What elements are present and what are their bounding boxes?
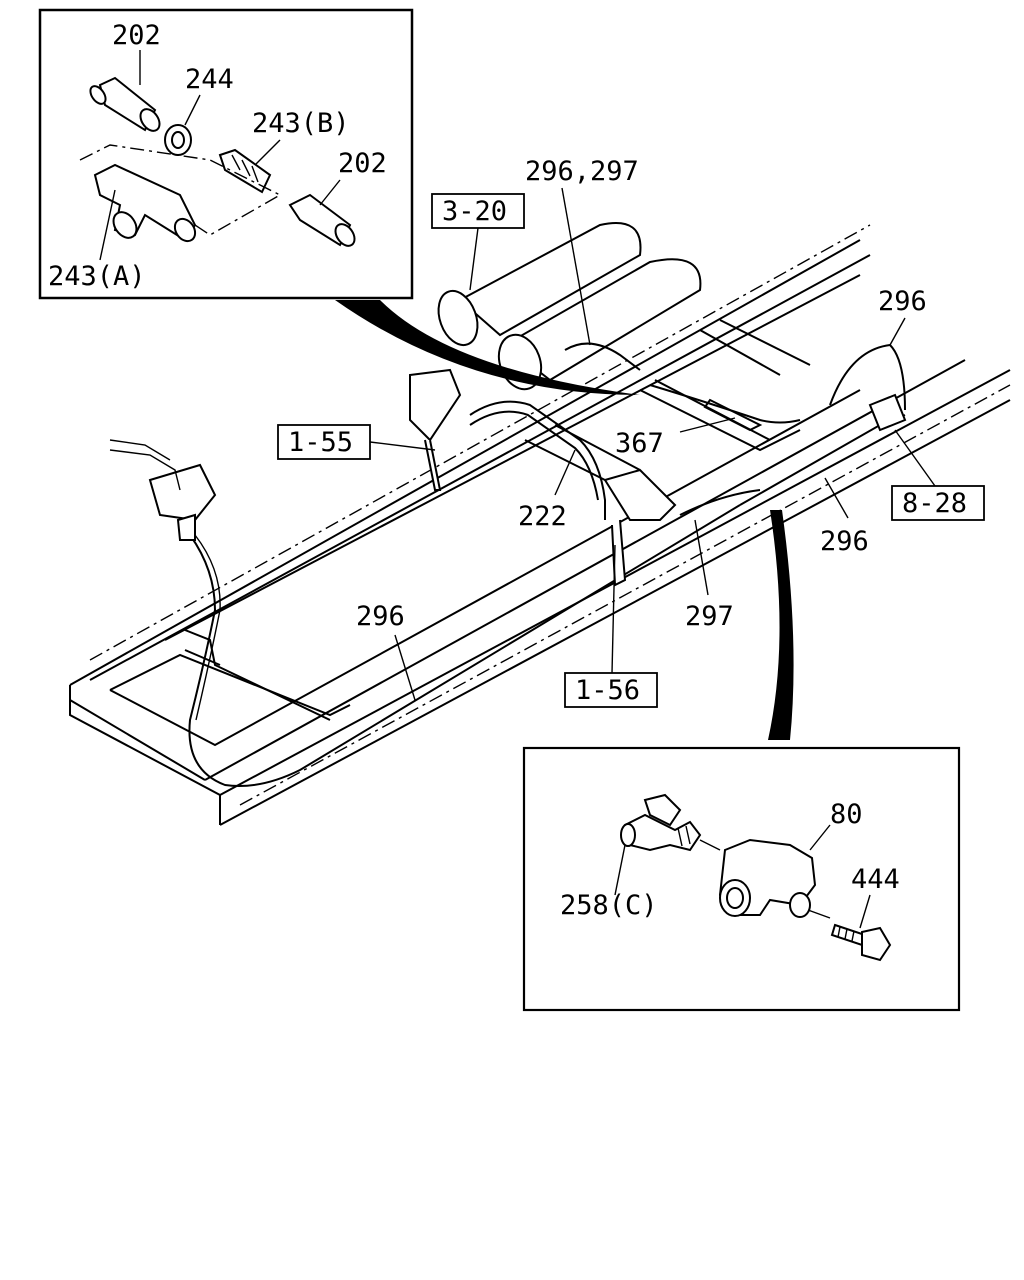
tee-80-icon <box>718 838 817 918</box>
label-296-right: 296 <box>820 526 869 557</box>
label-444: 444 <box>851 864 900 895</box>
ref-1-56: 1-56 <box>575 675 640 706</box>
ref-8-28: 8-28 <box>902 488 967 519</box>
label-296-297: 296,297 <box>525 156 639 187</box>
label-296-left: 296 <box>356 601 405 632</box>
label-297: 297 <box>685 601 734 632</box>
label-243a: 243(A) <box>48 261 146 292</box>
brake-piping <box>109 342 907 787</box>
callout-wedge-bottom <box>768 510 794 740</box>
nut-244-icon <box>164 124 192 156</box>
fitting-202b-icon <box>288 193 356 247</box>
label-202-right: 202 <box>338 148 387 179</box>
label-367: 367 <box>615 428 664 459</box>
label-80: 80 <box>830 799 863 830</box>
ref-1-55: 1-55 <box>288 427 353 458</box>
label-243b: 243(B) <box>252 108 350 139</box>
tee-243a-icon <box>93 163 197 243</box>
bolt-444-icon <box>830 923 892 962</box>
label-202-top: 202 <box>112 20 161 51</box>
label-222: 222 <box>518 501 567 532</box>
inset-bottom: 80 444 258(C) <box>522 746 961 1012</box>
air-tanks <box>437 222 702 391</box>
callout-wedge-top <box>335 300 640 395</box>
label-244: 244 <box>185 64 234 95</box>
main-labels: 3-20 1-55 8-28 1-56 296,297 296 367 222 … <box>277 156 985 708</box>
label-258c: 258(C) <box>560 890 658 921</box>
label-296-right-top: 296 <box>878 286 927 317</box>
union-243b-icon <box>218 148 272 194</box>
fitting-202-icon <box>89 76 161 132</box>
ref-3-20: 3-20 <box>442 196 507 227</box>
inset-top: 202 244 243(B) 202 243(A) <box>38 8 414 300</box>
elbow-258c-icon <box>620 793 702 852</box>
